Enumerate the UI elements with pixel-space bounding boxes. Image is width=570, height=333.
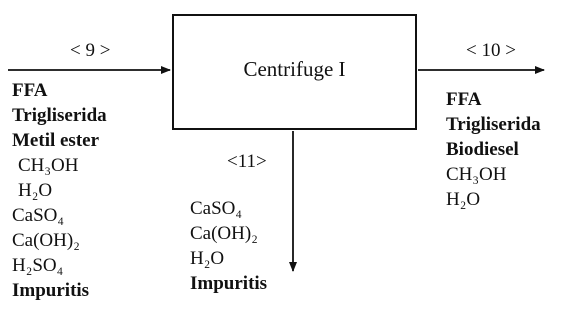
stream-9-component: Impuritis (12, 280, 90, 301)
stream-11-components: CaSO₄ Ca(OH)₂ H₂O Impuritis (190, 196, 267, 296)
stream-9-components: FFA Trigliserida Metil ester CH₃OH H₂O C… (12, 78, 107, 303)
stream-10-component: H₂O (446, 189, 481, 210)
stream-11-component: H₂O (190, 248, 225, 269)
stream-10-components: FFA Trigliserida Biodiesel CH₃OH H₂O (446, 87, 541, 212)
stream-10-component: Trigliserida (446, 114, 541, 135)
stream-11-component: CaSO₄ (190, 198, 243, 219)
stream-10-component: FFA (446, 89, 482, 110)
stream-9-component: CH₃OH (18, 155, 79, 176)
centrifuge-box (172, 14, 417, 130)
stream-9-component: Ca(OH)₂ (12, 230, 80, 251)
stream-11-component: Impuritis (190, 273, 268, 294)
stream-10-component: Biodiesel (446, 139, 519, 160)
stream-9-label: < 9 > (70, 40, 111, 61)
centrifuge-label: Centrifuge I (243, 57, 346, 81)
stream-11-component: Ca(OH)₂ (190, 223, 258, 244)
stream-9-component: H₂O (18, 180, 53, 201)
stream-9-component: H₂SO₄ (12, 255, 64, 276)
stream-9-component: CaSO₄ (12, 205, 65, 226)
stream-11-label: <11> (227, 151, 267, 172)
stream-9-component: Trigliserida (12, 105, 107, 126)
stream-10-label: < 10 > (466, 40, 516, 61)
stream-10-component: CH₃OH (446, 164, 507, 185)
stream-9-component: FFA (12, 80, 48, 101)
stream-9-component: Metil ester (12, 130, 100, 151)
